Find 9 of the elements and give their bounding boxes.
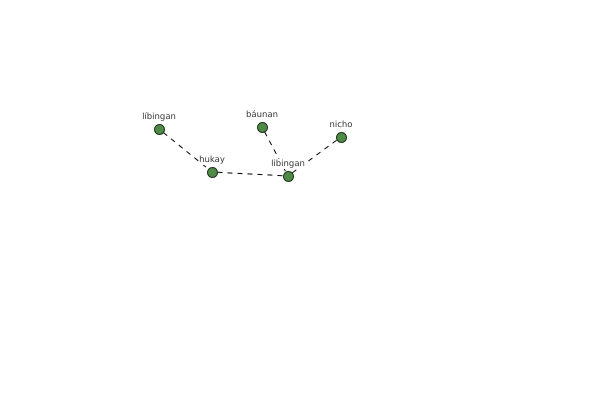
node-label: líbingan	[142, 112, 176, 122]
dashed-connector	[264, 131, 286, 172]
dashed-connector	[162, 132, 208, 170]
node-label: nicho	[329, 120, 352, 130]
node-label: báunan	[246, 110, 278, 120]
node-label: hukay	[199, 154, 225, 164]
dashed-connector	[292, 140, 338, 174]
node-label: libingan	[271, 158, 305, 168]
dashed-connector	[217, 172, 283, 176]
